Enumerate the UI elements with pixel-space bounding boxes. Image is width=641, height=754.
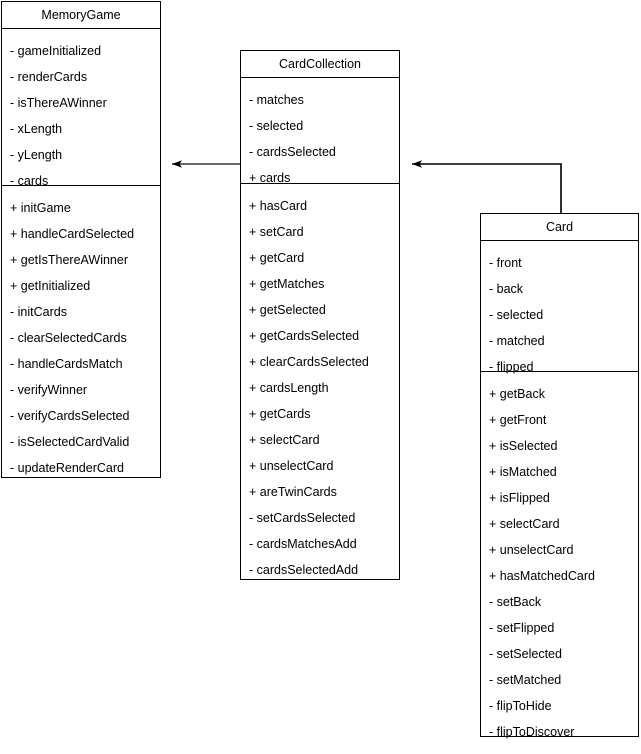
method-row: - handleCardsMatch bbox=[10, 357, 123, 371]
methods-compartment-card-collection: + hasCard + setCard + getCard + getMatch… bbox=[241, 184, 399, 592]
attribute-row: - renderCards bbox=[10, 70, 88, 84]
attribute-row: - xLength bbox=[10, 122, 63, 136]
method-row: - clearSelectedCards bbox=[10, 331, 127, 345]
class-box-card-collection[interactable]: CardCollection - matches - selected - ca… bbox=[240, 50, 400, 580]
attribute-row: - back bbox=[489, 282, 524, 296]
method-row: + getCard bbox=[249, 251, 305, 265]
attribute-row: + cards bbox=[249, 171, 291, 185]
method-row: + hasMatchedCard bbox=[489, 569, 595, 583]
attributes-compartment-card: - front - back - selected - matched - fl… bbox=[481, 241, 638, 374]
method-row: + setCard bbox=[249, 225, 304, 239]
class-title-memory-game: MemoryGame bbox=[2, 2, 160, 29]
method-row: + unselectCard bbox=[489, 543, 574, 557]
method-row: - flipToDiscover bbox=[489, 725, 575, 739]
method-row: - setSelected bbox=[489, 647, 562, 661]
method-row: - verifyCardsSelected bbox=[10, 409, 130, 423]
method-row: + areTwinCards bbox=[249, 485, 337, 499]
method-row: - cardsSelectedAdd bbox=[249, 563, 359, 577]
method-row: + isSelected bbox=[489, 439, 558, 453]
methods-compartment-card: + getBack + getFront + isSelected + isMa… bbox=[481, 372, 638, 754]
method-row: + getMatches bbox=[249, 277, 325, 291]
method-row: + getCards bbox=[249, 407, 311, 421]
attribute-row: - isThereAWinner bbox=[10, 96, 107, 110]
attribute-row: - matched bbox=[489, 334, 545, 348]
class-title-card: Card bbox=[481, 214, 638, 241]
class-box-card[interactable]: Card - front - back - selected - matched… bbox=[480, 213, 639, 739]
method-row: - setMatched bbox=[489, 673, 562, 687]
method-row: + initGame bbox=[10, 201, 71, 215]
method-row: + getCardsSelected bbox=[249, 329, 360, 343]
method-row: + hasCard bbox=[249, 199, 308, 213]
method-row: - cardsMatchesAdd bbox=[249, 537, 357, 551]
method-row: + unselectCard bbox=[249, 459, 334, 473]
method-row: + isFlipped bbox=[489, 491, 550, 505]
method-row: - initCards bbox=[10, 305, 67, 319]
method-row: - setFlipped bbox=[489, 621, 555, 635]
methods-compartment-memory-game: + initGame + handleCardSelected + getIsT… bbox=[2, 186, 160, 490]
attribute-row: - selected bbox=[489, 308, 544, 322]
method-row: - verifyWinner bbox=[10, 383, 88, 397]
method-row: + getFront bbox=[489, 413, 547, 427]
attribute-row: - yLength bbox=[10, 148, 63, 162]
attributes-compartment-memory-game: - gameInitialized - renderCards - isTher… bbox=[2, 29, 160, 188]
method-row: + selectCard bbox=[249, 433, 320, 447]
method-row: + getIsThereAWinner bbox=[10, 253, 128, 267]
method-row: + getInitialized bbox=[10, 279, 91, 293]
attribute-row: - cards bbox=[10, 174, 49, 188]
method-row: - updateRenderCard bbox=[10, 461, 124, 475]
connection-card-to-cardcollection bbox=[412, 160, 562, 213]
attribute-row: - flipped bbox=[489, 360, 534, 374]
method-row: - setBack bbox=[489, 595, 542, 609]
method-row: - isSelectedCardValid bbox=[10, 435, 130, 449]
method-row: + handleCardSelected bbox=[10, 227, 135, 241]
method-row: - setCardsSelected bbox=[249, 511, 356, 525]
attribute-row: - gameInitialized bbox=[10, 44, 102, 58]
method-row: + isMatched bbox=[489, 465, 557, 479]
attribute-row: - selected bbox=[249, 119, 304, 133]
attribute-row: - front bbox=[489, 256, 522, 270]
attributes-compartment-card-collection: - matches - selected - cardsSelected + c… bbox=[241, 78, 399, 185]
attribute-row: - matches bbox=[249, 93, 304, 107]
method-row: + getBack bbox=[489, 387, 545, 401]
method-row: - flipToHide bbox=[489, 699, 552, 713]
class-title-card-collection: CardCollection bbox=[241, 51, 399, 78]
class-box-memory-game[interactable]: MemoryGame - gameInitialized - renderCar… bbox=[1, 1, 161, 478]
method-row: + clearCardsSelected bbox=[249, 355, 369, 369]
method-row: + cardsLength bbox=[249, 381, 329, 395]
method-row: + selectCard bbox=[489, 517, 560, 531]
attribute-row: - cardsSelected bbox=[249, 145, 336, 159]
method-row: + getSelected bbox=[249, 303, 326, 317]
